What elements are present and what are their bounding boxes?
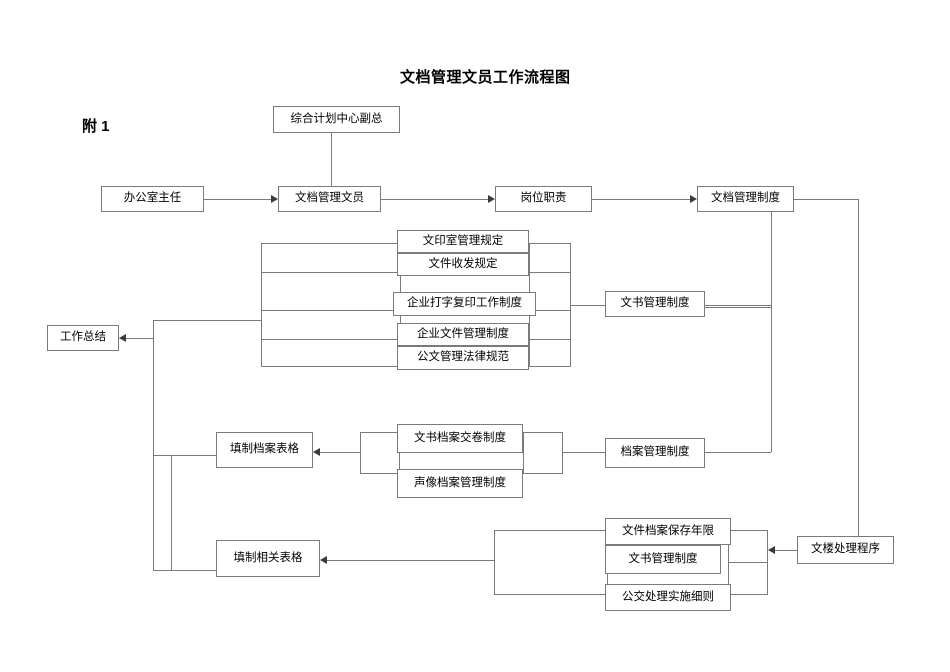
connector-building-to-bottom-stack <box>775 550 797 551</box>
connector-director-to-clerk <box>204 199 271 200</box>
bracket-bottom-right-div <box>728 562 768 563</box>
connector-vp-to-clerk <box>331 133 332 186</box>
node-work-summary[interactable]: 工作总结 <box>47 325 119 351</box>
arrowhead-to-duties <box>488 195 495 203</box>
node-doc-mgmt-system[interactable]: 文档管理制度 <box>697 186 794 212</box>
connector-clerical-right <box>705 305 771 306</box>
node-public-transit-rules[interactable]: 公交处理实施细则 <box>605 584 731 611</box>
arrowhead-to-related-form <box>320 556 327 564</box>
bracket-archive-left <box>360 432 400 474</box>
connector-clerical-right-b <box>705 307 771 308</box>
bracket-archive-right <box>523 432 563 474</box>
node-fill-archive-form[interactable]: 填制档案表格 <box>216 432 313 468</box>
connector-left-rail-top <box>153 320 261 321</box>
node-doc-archive-handover[interactable]: 文书档案交卷制度 <box>397 424 523 453</box>
arrowhead-to-bottom-stack <box>768 546 775 554</box>
arrowhead-to-archive-form <box>313 448 320 456</box>
connector-bottom-to-related-form <box>327 560 494 561</box>
connector-to-work-summary <box>126 338 153 339</box>
node-av-archive-system[interactable]: 声像档案管理制度 <box>397 469 523 498</box>
connector-right-mid-rail <box>771 307 772 452</box>
arrowhead-to-clerk <box>271 195 278 203</box>
bracket-rules-left-div2 <box>261 310 401 311</box>
connector-archive-system-right <box>705 452 771 453</box>
node-vp-planning-center[interactable]: 综合计划中心副总 <box>273 106 400 133</box>
node-typing-copy-rules[interactable]: 企业打字复印工作制度 <box>393 292 536 316</box>
node-job-duties[interactable]: 岗位职责 <box>495 186 592 212</box>
bracket-rules-right-div2 <box>529 310 571 311</box>
connector-rules-to-clerical <box>571 305 605 306</box>
connector-right-rail-down <box>858 199 859 536</box>
connector-left-rail-vertical <box>153 320 154 570</box>
connector-left-rail-inner-top <box>153 455 171 456</box>
node-fill-related-form[interactable]: 填制相关表格 <box>216 540 320 577</box>
node-clerical-mgmt-system[interactable]: 文书管理制度 <box>605 291 705 317</box>
bracket-bottom-left <box>494 530 608 595</box>
bracket-rules-left <box>261 243 401 367</box>
page-title: 文档管理文员工作流程图 <box>400 69 571 86</box>
bracket-rules-left-div3 <box>261 339 401 340</box>
connector-left-rail-inner <box>171 455 172 570</box>
node-archive-mgmt-system[interactable]: 档案管理制度 <box>605 438 705 468</box>
connector-archive-stack-to-form <box>320 452 360 453</box>
node-print-room-rules[interactable]: 文印室管理规定 <box>397 230 529 253</box>
bracket-rules-right-div3 <box>529 339 571 340</box>
connector-inner-to-related-form <box>171 570 216 571</box>
node-doc-clerk[interactable]: 文档管理文员 <box>278 186 381 212</box>
bracket-rules-right-div1 <box>529 272 571 273</box>
node-official-doc-law[interactable]: 公文管理法律规范 <box>397 346 529 370</box>
connector-duties-to-docsystem <box>592 199 690 200</box>
node-office-director[interactable]: 办公室主任 <box>101 186 204 212</box>
connector-archive-right-to-system <box>563 452 605 453</box>
connector-docsystem-down <box>771 212 772 307</box>
bracket-rules-left-div1 <box>261 272 401 273</box>
arrowhead-to-work-summary <box>119 334 126 342</box>
connector-clerk-to-duties <box>381 199 488 200</box>
node-clerical-mgmt-system-2[interactable]: 文书管理制度 <box>605 545 721 574</box>
node-doc-building-procedure[interactable]: 文楼处理程序 <box>797 536 894 564</box>
attachment-label: 附 1 <box>82 118 110 135</box>
connector-docsystem-right <box>794 199 858 200</box>
node-file-receipt-rules[interactable]: 文件收发规定 <box>397 253 529 276</box>
connector-left-rail-inner-bottom <box>153 570 171 571</box>
connector-inner-to-archive-form <box>171 455 216 456</box>
node-file-retention-period[interactable]: 文件档案保存年限 <box>605 518 731 545</box>
arrowhead-to-docsystem <box>690 195 697 203</box>
node-enterprise-file-rules[interactable]: 企业文件管理制度 <box>397 323 529 346</box>
